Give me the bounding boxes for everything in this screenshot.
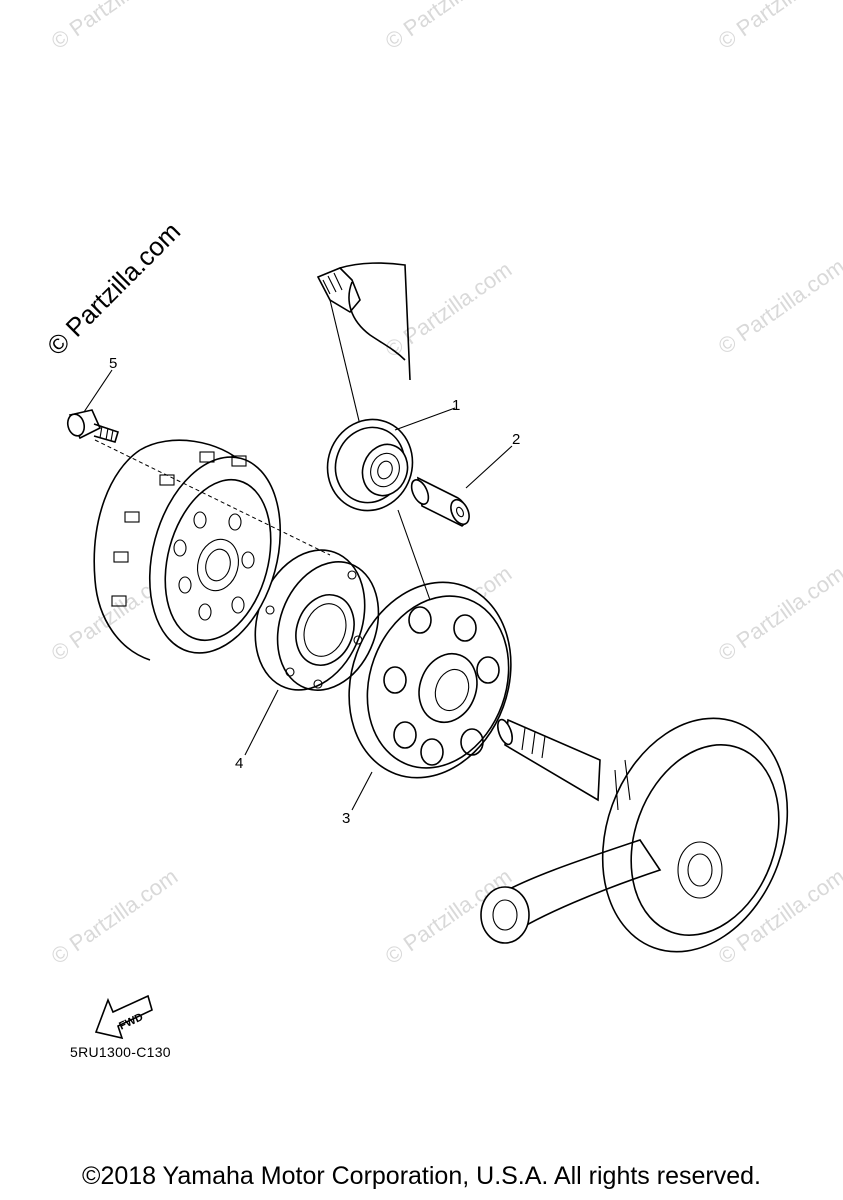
part-3-wheel-gear: [348, 509, 512, 779]
callout-1: 1: [452, 397, 460, 414]
fwd-arrow-icon: FWD: [94, 994, 153, 1040]
callouts: 1 2 3 4 5: [83, 355, 520, 827]
starter-motor: [316, 262, 411, 426]
callout-5: 5: [109, 355, 117, 372]
watermark: © Partzilla.com: [714, 561, 843, 667]
watermark: © Partzilla.com: [381, 257, 517, 363]
callout-2: 2: [512, 431, 520, 448]
part-2-shaft: [410, 476, 470, 527]
copyright-notice: ©2018 Yamaha Motor Corporation, U.S.A. A…: [82, 1162, 761, 1190]
watermark: © Partzilla.com: [47, 864, 183, 970]
watermark: © Partzilla.com: [714, 0, 843, 54]
watermark: © Partzilla.com: [714, 254, 843, 360]
brand-watermark: © Partzilla.com: [41, 216, 186, 361]
callout-4: 4: [235, 755, 243, 772]
watermark: © Partzilla.com: [381, 0, 517, 54]
callout-3: 3: [342, 810, 350, 827]
flywheel-rotor: [93, 439, 331, 661]
part-4-starter-clutch: [254, 549, 380, 691]
watermark: © Partzilla.com: [47, 0, 183, 54]
part-1-idler-gear: [326, 418, 414, 512]
part-5-bolt: [66, 409, 119, 443]
diagram-code: 5RU1300-C130: [70, 1044, 171, 1060]
crankshaft: [480, 717, 789, 953]
